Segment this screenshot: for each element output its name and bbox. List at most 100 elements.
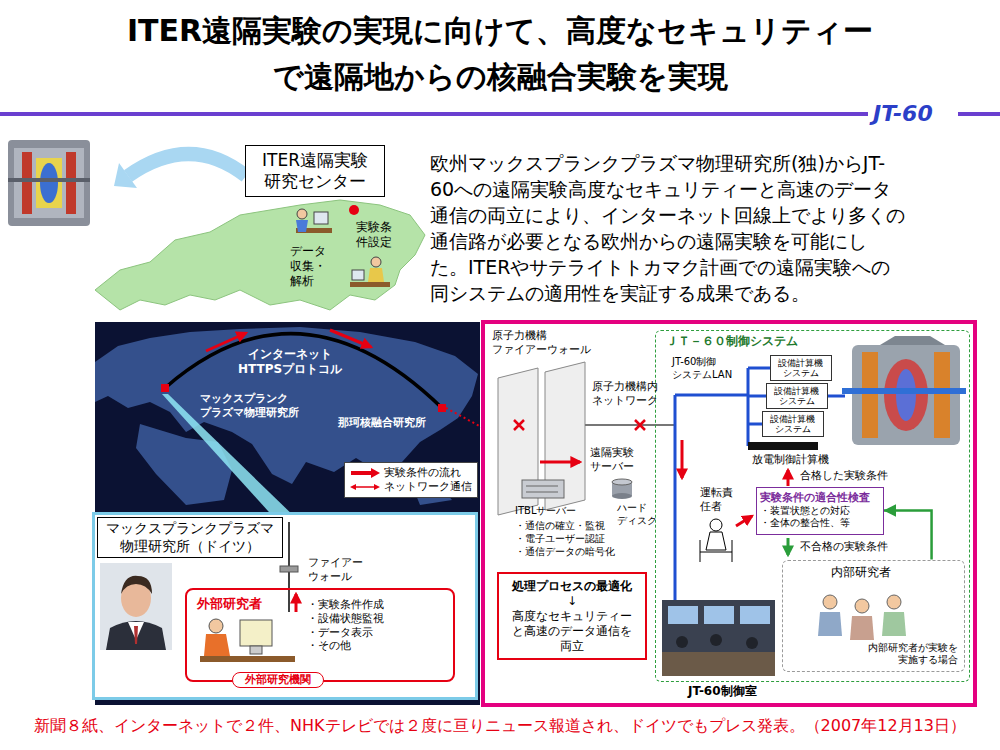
text-line: 原子力機構: [492, 329, 591, 343]
institute-panel: マックスプランクプラズマ 物理研究所（ドイツ）外部研究者・実験条件作成 ・設備状…: [92, 512, 478, 700]
researcher-photo: [121, 576, 152, 594]
jt60-tokamak: [880, 336, 945, 345]
world-map: [136, 424, 232, 505]
panel-heading: マックスプランクプラズマ 物理研究所（ドイツ）: [97, 517, 283, 558]
internet-route: [165, 334, 442, 408]
control-room-photo: [740, 606, 770, 624]
text-line: インターネット: [238, 347, 342, 362]
box-label: 設備計算機 システム: [770, 414, 815, 435]
legend-box: 実験条件の流れネットワーク通信: [344, 462, 478, 498]
lan-wiring: [675, 368, 845, 600]
text-line: 同システムの適用性を実証する成果である。: [430, 280, 905, 306]
box-title: ITER遠隔実験 研究センター: [262, 150, 368, 193]
box-heading: 外部研究者: [197, 596, 262, 612]
box-heading: 内部研究者: [831, 565, 891, 580]
text-line: ・通信データの暗号化: [515, 545, 615, 558]
experiment-setting-icon: [371, 257, 381, 267]
text-line: ・電子ユーザー認証: [515, 532, 615, 545]
researcher-photo: [106, 621, 166, 650]
legend-sample: [351, 471, 372, 475]
process-box: 処理プロセスの最適化↓高度なセキュリティー と高速のデータ通信を 両立: [497, 572, 647, 660]
text-line: た。ITERやサテライトトカマク計画での遠隔実験への: [430, 254, 905, 280]
page-title: ITER遠隔実験の実現に向けて、高度なセキュリティー で遠隔地からの核融合実験を…: [0, 8, 1000, 100]
server-label: 遠隔実験 サーバー: [590, 446, 634, 474]
text-line: 実施する場合: [868, 654, 958, 667]
box-heading: ＪＴ－６０制御システム: [666, 334, 798, 349]
legend-sample: [350, 482, 380, 492]
control-panel: [483, 322, 975, 705]
photo-caption: JT-60制御室: [688, 684, 757, 699]
legend-sample: [350, 468, 380, 478]
jt60-tokamak: [852, 345, 960, 445]
iter-tokamak: [36, 158, 62, 208]
computer-user-figure: [200, 656, 295, 662]
text-line: ・その他: [307, 639, 384, 653]
text-line: 設備計算機: [770, 414, 815, 424]
firewall-symbol: [295, 594, 298, 612]
text-line: マックスプランク: [200, 392, 299, 406]
jt60-tokamak: [884, 359, 928, 431]
control-room-photo: [676, 636, 688, 648]
flow-label: 合格した実験条件: [800, 469, 888, 483]
box-note: 内部研究者が実験を 実施する場合: [868, 642, 958, 667]
text-line: プラズマ物理研究所: [200, 406, 299, 420]
icon-label: データ 収集・ 解析: [290, 244, 326, 289]
experiment-setting-icon: [352, 270, 364, 280]
text-line: 物理研究所（ドイツ）: [106, 538, 274, 556]
flow-arrows: [787, 538, 790, 555]
box-label: 設備計算機 システム: [774, 386, 819, 407]
flow-arrow-glyph: ↓: [567, 594, 577, 609]
operator-figure: [700, 519, 732, 562]
text-line: 外部研究者: [197, 596, 262, 612]
internal-researchers-figure: [882, 612, 906, 636]
text-line: JT-60: [873, 100, 933, 128]
firewall-label: 原子力機構 ファイアーウォール: [492, 329, 591, 357]
remote-link-arrow: [128, 154, 246, 176]
firewall-plates: [585, 424, 675, 426]
computer-box: 設備計算機 システム: [770, 355, 832, 382]
flow-arrows: [736, 516, 752, 526]
text-line: 遠隔実験: [590, 446, 634, 460]
box-heading: 処理プロセスの最適化: [512, 579, 632, 594]
section-tag: JT-60: [873, 100, 933, 128]
data-analysis-icon: [297, 209, 307, 219]
text-line: ・全体の整合性、等: [760, 517, 850, 530]
text-line: 原子力機構内: [592, 380, 658, 394]
computer-box: 設備計算機 システム: [762, 411, 824, 438]
text-line: 内部研究者: [831, 565, 891, 580]
internal-researcher-box: 内部研究者内部研究者が実験を 実施する場合: [782, 560, 965, 672]
text-line: 件設定: [356, 235, 392, 250]
jt60-tokamak: [934, 352, 950, 438]
internet-route: [438, 404, 446, 412]
remote-link-arrow: [114, 154, 246, 188]
text-line: 処理プロセスの最適化: [512, 579, 632, 594]
text-line: システム: [770, 424, 815, 434]
jt60-tokamak: [896, 369, 916, 421]
text-line: ・装置状態との対応: [760, 505, 850, 518]
eurasia-map: [95, 200, 425, 310]
researcher-photo: [100, 563, 172, 650]
text-line: 内部研究者が実験を: [868, 642, 958, 655]
text-line: サーバー: [590, 460, 634, 474]
hard-disk-icon: [612, 479, 632, 485]
text-line: ↓: [567, 594, 577, 609]
itbl-server-icon: [522, 480, 564, 498]
flow-arrows: [787, 470, 790, 486]
flow-label: 不合格の実験条件: [800, 540, 888, 554]
network-label: 原子力機構内 ネットワーク: [592, 380, 658, 408]
internal-researchers-figure: [850, 616, 874, 640]
text-line: ネットワーク: [592, 394, 658, 408]
header-rule: [958, 112, 1000, 116]
text-line: ITER遠隔実験: [262, 150, 368, 171]
check-list: ・装置状態との対応 ・全体の整合性、等: [760, 505, 850, 530]
center-box: ITER遠隔実験 研究センター: [245, 145, 385, 197]
site-label: 那珂核融合研究所: [338, 416, 426, 430]
control-panel: [483, 322, 975, 705]
computer-label: 放電制御計算機: [752, 453, 829, 467]
legend-sample: [350, 484, 380, 490]
text-line: 運転責: [700, 486, 733, 500]
text-line: 通信路が必要となる欧州からの遠隔実験を可能にし: [430, 228, 905, 254]
experiment-setting-icon: [350, 257, 390, 287]
iter-tokamak: [40, 163, 58, 203]
